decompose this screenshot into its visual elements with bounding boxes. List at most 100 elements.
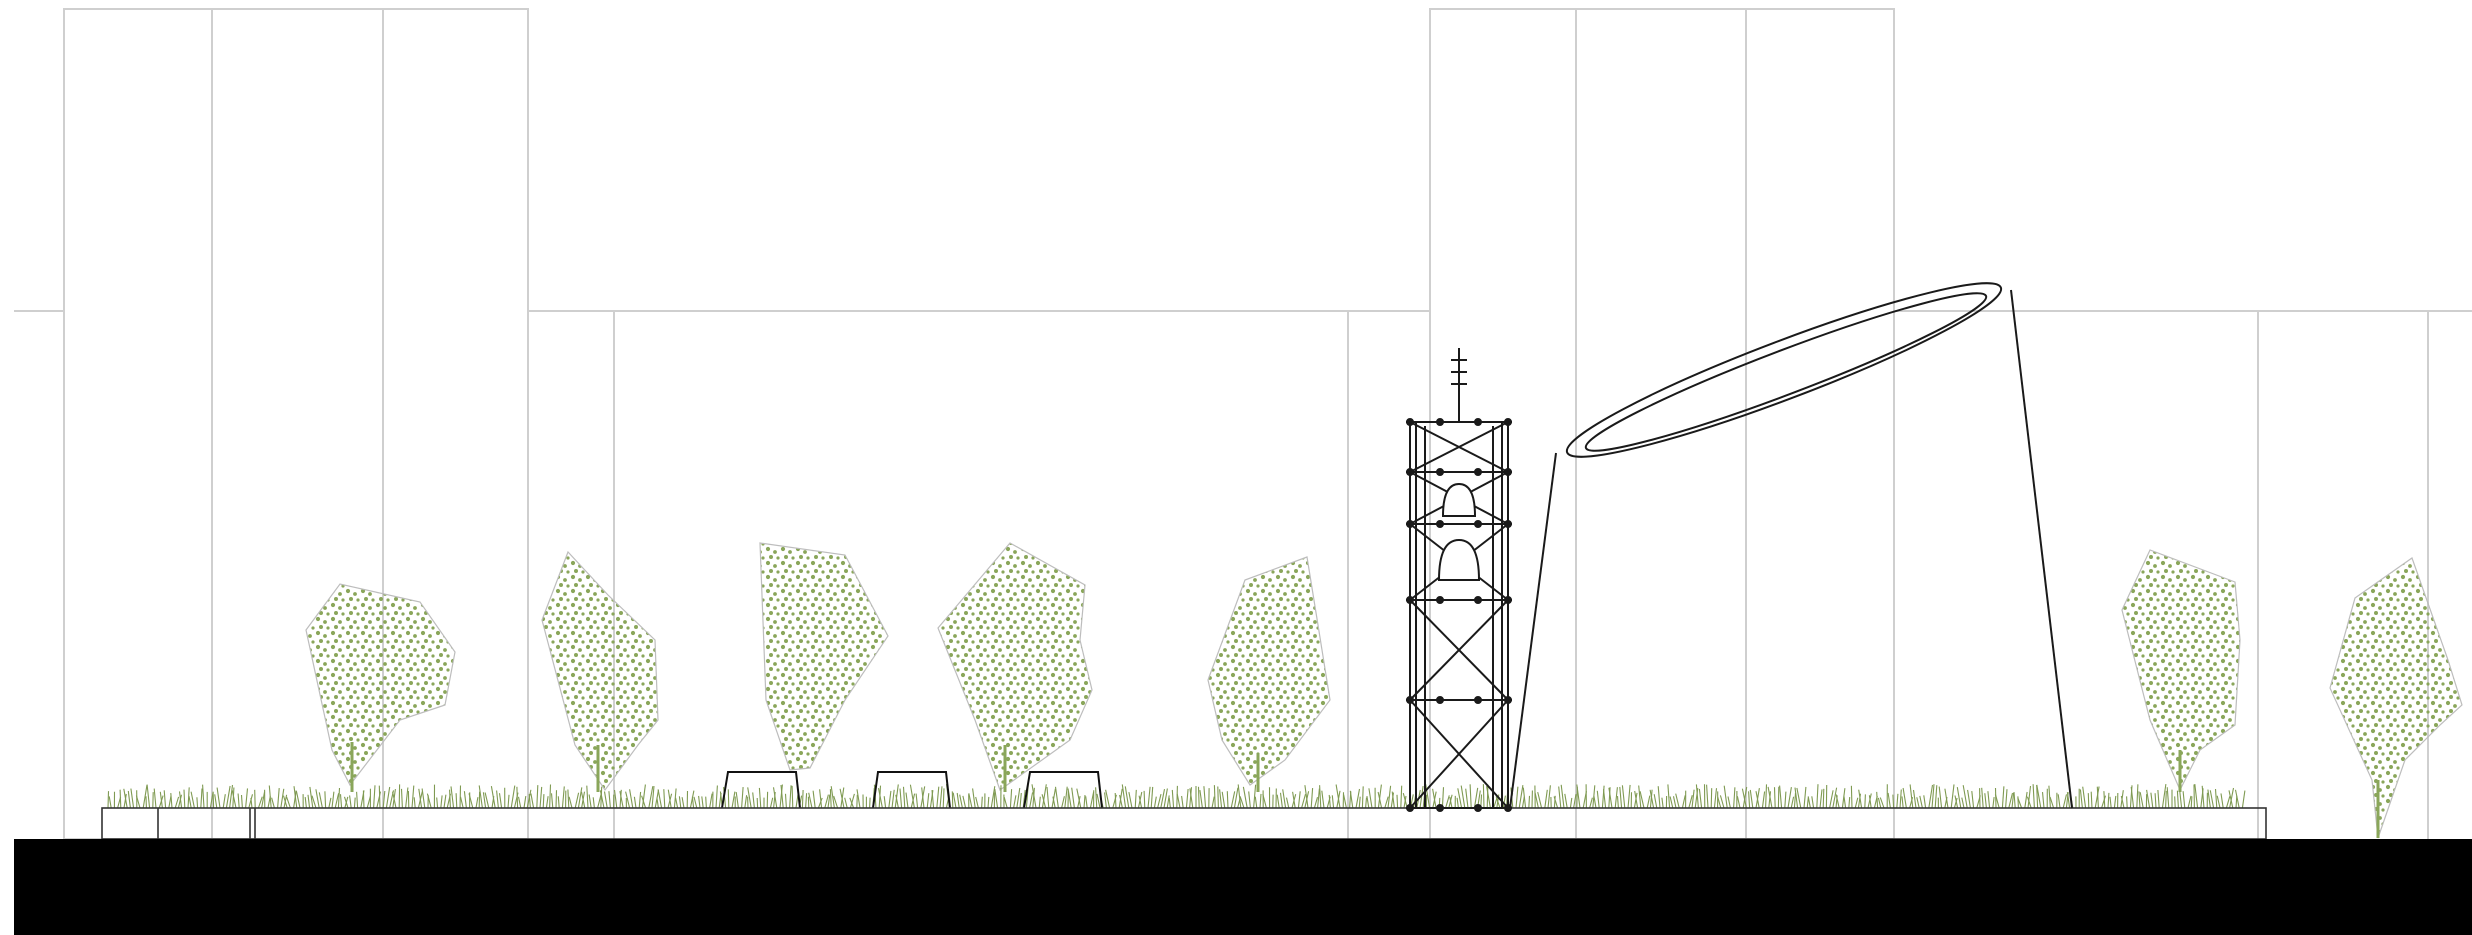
grass-blade (1465, 788, 1469, 809)
grass-blade (856, 794, 858, 809)
grass-blade (1482, 784, 1485, 809)
tower-brace (1409, 421, 1509, 473)
tower-joint (1474, 468, 1482, 476)
plinth-slab (101, 807, 2267, 840)
grass-blade (482, 792, 487, 809)
grass-blade (555, 790, 558, 809)
grass-blade (231, 790, 237, 809)
grass-blade (153, 788, 157, 809)
grass-blade (214, 794, 218, 809)
grass-blade (475, 797, 479, 809)
grass-blade (328, 797, 332, 809)
grass-blade (2001, 786, 2005, 809)
grass-blade (577, 787, 583, 809)
grass-blade (2066, 792, 2071, 809)
bell (1437, 538, 1481, 581)
grass-blade (385, 786, 391, 809)
tree-canopy (305, 583, 456, 787)
grass-blade (1089, 791, 1095, 809)
grass-blade (2048, 785, 2051, 809)
grass-blade (1366, 796, 1370, 809)
grass-blade (2101, 795, 2107, 809)
grass-blade (1377, 791, 1383, 809)
grass-blade (987, 796, 990, 809)
grass-blade (1077, 795, 1081, 809)
grass-blade (586, 785, 589, 809)
grass-blade (849, 797, 855, 809)
grass-blade (1226, 791, 1229, 809)
grass-blade (413, 797, 416, 809)
grass-blade (498, 793, 503, 809)
grass-blade (443, 794, 447, 809)
grass-blade (1553, 796, 1559, 809)
grass-blade (1719, 795, 1725, 809)
grass-blade (496, 790, 499, 809)
grass-blade (1639, 791, 1645, 809)
grass-blade (1681, 795, 1686, 809)
grass-blade (1961, 797, 1965, 809)
tower-joint (1474, 804, 1482, 812)
grass-blade (1558, 786, 1562, 809)
grass-blade (1987, 791, 1991, 809)
grass-blade (523, 796, 527, 809)
grass-blade (1031, 784, 1037, 809)
grass-blade (1576, 784, 1581, 809)
grass-blade (849, 793, 855, 809)
grass-blade (2138, 791, 2141, 809)
grass-blade (1041, 794, 1047, 809)
grass-blade (597, 792, 602, 809)
grass-blade (418, 788, 423, 809)
grass-blade (1157, 793, 1162, 809)
grass-blade (2013, 792, 2016, 809)
grass-blade (789, 785, 792, 809)
building-left (63, 8, 529, 840)
grass-blade (883, 796, 887, 809)
grass-blade (1614, 787, 1618, 809)
grass-blade (2130, 786, 2135, 809)
grass-blade (1328, 794, 1331, 809)
grass-blade (1748, 791, 1751, 809)
grass-blade (741, 787, 744, 809)
grass-blade (895, 794, 899, 809)
grass-blade (1923, 795, 1927, 809)
grass-blade (1796, 787, 1802, 809)
grass-blade (1602, 789, 1607, 809)
grass-blade (1634, 790, 1639, 809)
grass-blade (517, 796, 522, 809)
grass-blade (257, 796, 263, 809)
grass-blade (1313, 797, 1319, 809)
grass-blade (2216, 795, 2221, 809)
bench-1 (721, 771, 801, 809)
grass-blade (1262, 793, 1267, 809)
grass-blade (1994, 787, 1997, 809)
grass-blade (915, 793, 919, 809)
grass-blade (1052, 796, 1056, 809)
grass-blade (1816, 784, 1819, 809)
grass-blade (1667, 784, 1671, 809)
grass-blade (1864, 794, 1866, 809)
tree-canopy (541, 550, 659, 792)
grass-blade (2154, 793, 2157, 809)
grass-blade (528, 794, 531, 809)
grass-blade (1534, 792, 1539, 809)
grass-blade (956, 792, 960, 809)
grass-blade (599, 790, 605, 809)
grass-blade (271, 797, 275, 809)
grass-blade (701, 796, 704, 809)
grass-blade (1469, 784, 1472, 809)
grass-blade (1310, 788, 1314, 809)
grass-blade (1233, 787, 1239, 809)
grass-blade (705, 796, 707, 809)
grass-blade (1698, 788, 1703, 809)
grass-blade (130, 788, 135, 809)
grass-blade (1649, 789, 1655, 809)
grass-blade (1391, 791, 1395, 809)
grass-blade (951, 791, 954, 809)
grass-blade (2166, 787, 2170, 809)
grass-blade (526, 789, 532, 809)
grass-blade (349, 795, 352, 809)
tree-6 (2121, 549, 2241, 792)
grass-blade (1749, 789, 1754, 809)
grass-blade (2008, 792, 2014, 809)
grass-blade (926, 793, 930, 809)
